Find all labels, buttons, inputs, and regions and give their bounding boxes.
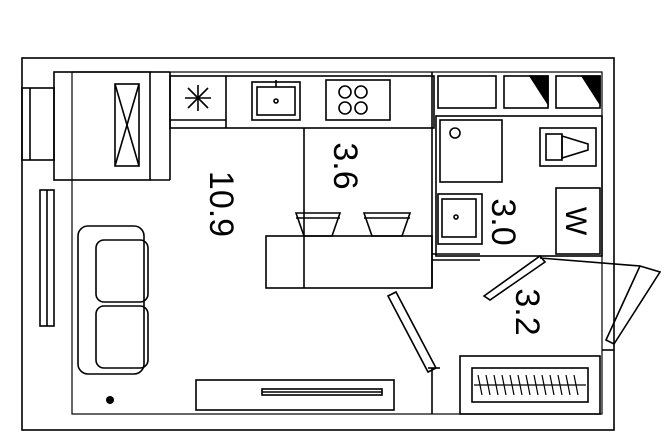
wardrobe-inner bbox=[114, 83, 140, 167]
sofa bbox=[77, 225, 145, 375]
fridge-icon bbox=[185, 85, 211, 111]
kitchen-area-label: 3.6 bbox=[326, 142, 364, 189]
main-room-area-label: 10.9 bbox=[202, 171, 240, 237]
cooktop-icon bbox=[325, 79, 391, 121]
outer-wall bbox=[21, 57, 615, 431]
bathroom-area-label: 3.0 bbox=[484, 198, 522, 245]
toilet-icon bbox=[539, 127, 597, 167]
coat-hangers bbox=[474, 374, 586, 396]
left-window bbox=[21, 87, 55, 161]
coat-rack bbox=[459, 355, 601, 415]
kitchen-counter bbox=[169, 75, 435, 129]
bath-door-swing bbox=[386, 290, 438, 374]
stool-left bbox=[294, 212, 342, 237]
dining-table bbox=[265, 235, 433, 289]
hallway-area-label: 3.2 bbox=[508, 288, 546, 335]
shower-icon bbox=[439, 119, 503, 183]
entry-door-swing bbox=[482, 254, 547, 301]
stool-right bbox=[362, 212, 412, 237]
bathroom-enclosure bbox=[435, 115, 603, 257]
wardrobe bbox=[53, 71, 151, 181]
washer-icon bbox=[555, 187, 601, 255]
floor-lamp-icon bbox=[106, 396, 114, 404]
tv-stand bbox=[195, 379, 395, 411]
washer-symbol: W bbox=[559, 207, 592, 236]
upper-cabinet bbox=[437, 75, 497, 109]
hall-closet-door bbox=[604, 265, 662, 346]
bath-sink-icon bbox=[437, 193, 483, 245]
